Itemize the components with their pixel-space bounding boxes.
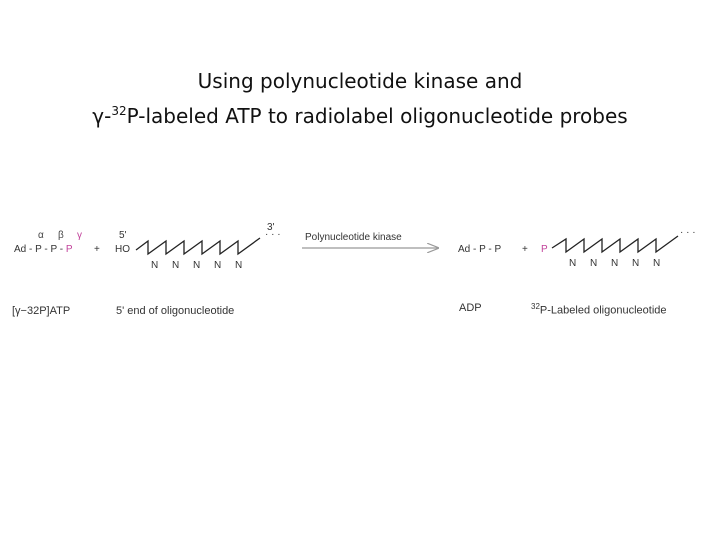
title-line-2: γ-32P-labeled ATP to radiolabel oligonuc… <box>0 96 720 131</box>
adp-caption: ADP <box>459 302 482 314</box>
base-n: N <box>632 258 640 269</box>
base-n: N <box>235 260 243 271</box>
three-prime-label: 3' <box>267 222 275 233</box>
atp-formula-left: Ad - P - P - <box>14 244 66 255</box>
title-dash: - <box>104 104 112 128</box>
oligo-right-caption: 32P-Labeled oligonucleotide <box>531 302 667 317</box>
plus-sign-right: + <box>522 244 528 255</box>
five-prime-label: 5' <box>119 230 127 241</box>
alpha-label: α <box>38 230 44 241</box>
oligo-left-dots: · · · <box>265 229 281 240</box>
oligo-right-dots: · · · <box>680 227 696 238</box>
base-n: N <box>611 258 619 269</box>
atp-caption: [γ−32P]ATP <box>12 305 71 317</box>
title-gamma: γ <box>92 104 105 128</box>
labeled-phosphate: P <box>541 244 548 255</box>
base-n: N <box>151 260 159 271</box>
arrow-label: Polynucleotide kinase <box>305 232 402 243</box>
base-n: N <box>193 260 201 271</box>
oligo-right-caption-sup: 32 <box>531 302 540 311</box>
base-n: N <box>172 260 180 271</box>
gamma-label: γ <box>77 230 82 241</box>
atp-gamma-phosphate: P <box>65 244 73 255</box>
plus-sign-left: + <box>94 244 100 255</box>
slide-title: Using polynucleotide kinase and γ-32P-la… <box>0 66 720 131</box>
base-n: N <box>653 258 661 269</box>
adp-formula: Ad - P - P <box>458 244 502 255</box>
atp-formula: Ad - P - P - P <box>14 244 73 255</box>
base-n: N <box>569 258 577 269</box>
base-n: N <box>590 258 598 269</box>
title-rest: P-labeled ATP to radiolabel oligonucleot… <box>126 104 628 128</box>
oligo-left-caption: 5' end of oligonucleotide <box>116 305 235 317</box>
title-superscript: 32 <box>111 104 127 118</box>
title-line-1: Using polynucleotide kinase and <box>197 69 523 93</box>
oligo-right-caption-rest: P-Labeled oligonucleotide <box>539 304 667 317</box>
oligo-left-backbone <box>135 237 261 256</box>
oligo-right-backbone <box>551 235 679 254</box>
base-n: N <box>214 260 222 271</box>
hydroxyl-label: HO <box>115 244 130 255</box>
beta-label: β <box>58 230 64 241</box>
